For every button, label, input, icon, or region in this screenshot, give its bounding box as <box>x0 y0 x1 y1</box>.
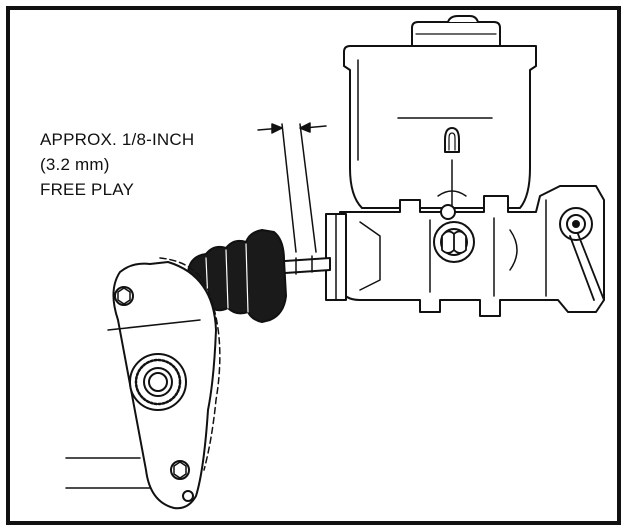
brake-line-fitting <box>559 207 605 301</box>
free-play-dimension <box>257 122 327 253</box>
rubber-boot <box>187 229 287 323</box>
reservoir-cap <box>411 15 501 47</box>
reservoir-fitting <box>433 204 475 263</box>
fluid-reservoir <box>343 45 537 209</box>
callout-line-3: FREE PLAY <box>40 180 135 199</box>
free-play-callout: APPROX. 1/8-INCH (3.2 mm) FREE PLAY <box>40 127 194 202</box>
callout-line-1: APPROX. 1/8-INCH <box>40 130 195 149</box>
callout-line-2: (3.2 mm) <box>40 155 110 174</box>
pedal-support-lines <box>65 457 151 489</box>
brake-pedal-arm <box>107 257 221 510</box>
